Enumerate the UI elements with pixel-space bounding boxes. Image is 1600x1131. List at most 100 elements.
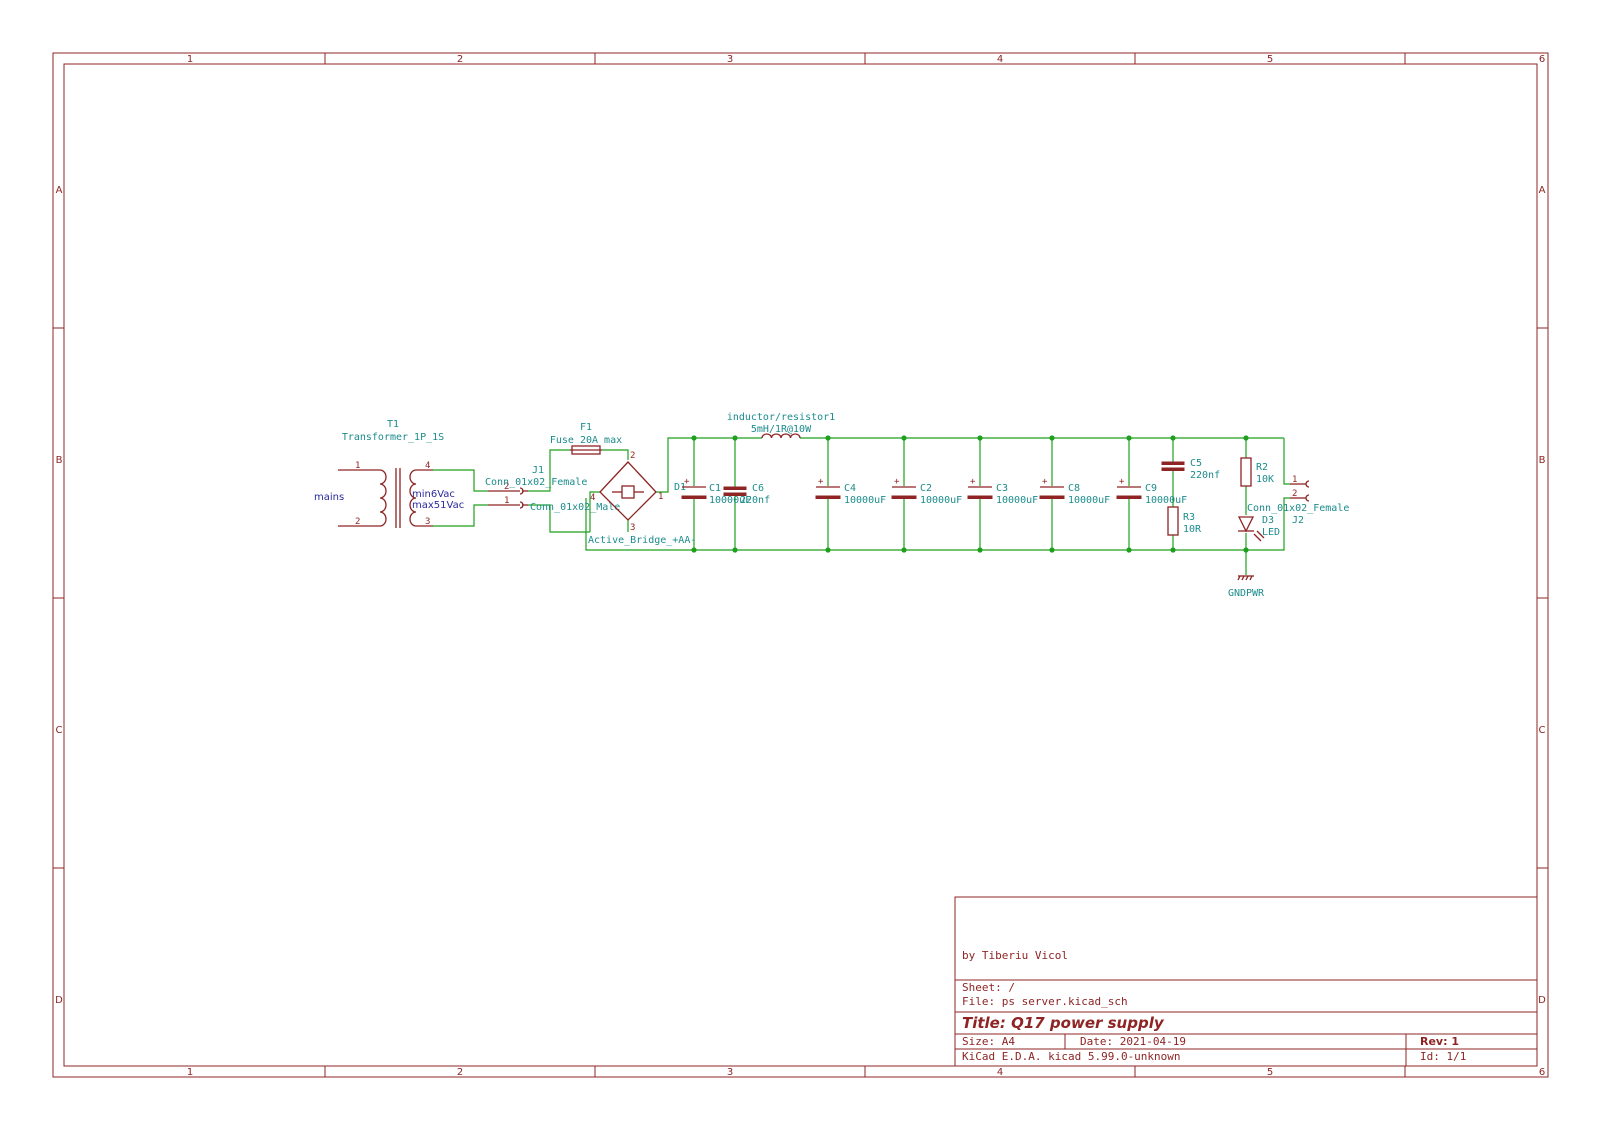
capacitor-c3: + C3 10000uF [967, 477, 1038, 506]
row-labels-left: A B C D [55, 185, 63, 1006]
row-labels-right: A B C D [1538, 185, 1546, 1006]
col-label: 6 [1539, 1067, 1545, 1078]
date-text: Date: 2021-04-19 [1080, 1035, 1186, 1048]
d1-pin1: 1 [658, 492, 663, 502]
col-label: 2 [457, 54, 463, 65]
j1-pin1: 1 [504, 496, 509, 506]
sheet-frame [52, 52, 1549, 1078]
row-label: C [1539, 725, 1546, 736]
svg-text:+: + [894, 477, 900, 487]
col-label: 4 [997, 54, 1003, 65]
connector-j1: 2 1 J1 Conn_01x02_Female Conn_01x02_Male [485, 465, 620, 513]
c8-value: 10000uF [1068, 495, 1110, 506]
r2-value: 10K [1256, 474, 1274, 485]
t1-pin4: 4 [425, 461, 430, 471]
d3-value: LED [1262, 527, 1280, 538]
rev-text: Rev: 1 [1420, 1035, 1459, 1048]
c1-value: 10000uF [709, 495, 751, 506]
c9-value: 10000uF [1145, 495, 1187, 506]
inductor-l1: inductor/resistor1 5mH/1R@10W [727, 412, 835, 439]
row-label: B [56, 455, 63, 466]
row-label: C [56, 725, 63, 736]
capacitor-c9: + C9 10000uF [1116, 477, 1187, 506]
bridge-d1: 2 1 4 3 D1 Active_Bridge_+AA- [588, 451, 696, 546]
d1-ref: D1 [674, 482, 686, 493]
author-text: by Tiberiu Vicol [962, 949, 1068, 962]
wires [338, 437, 1290, 575]
col-label: 3 [727, 1067, 733, 1078]
title-text: Title: Q17 power supply [962, 1014, 1165, 1032]
col-label: 6 [1539, 54, 1545, 65]
r3-ref: R3 [1183, 512, 1195, 523]
capacitor-c2: + C2 10000uF [891, 477, 962, 506]
c6-value: 220nf [740, 495, 770, 506]
c5-value: 220nf [1190, 470, 1220, 481]
row-label: D [55, 995, 63, 1006]
t1-pin3: 3 [425, 517, 430, 527]
row-label: D [1538, 995, 1546, 1006]
t1-sec2-label: max51Vac [412, 500, 464, 511]
col-label: 2 [457, 1067, 463, 1078]
c4-value: 10000uF [844, 495, 886, 506]
j2-ref: J2 [1292, 515, 1304, 526]
t1-ref: T1 [387, 419, 399, 430]
id-text: Id: 1/1 [1420, 1050, 1466, 1063]
mains-label: mains [314, 492, 344, 503]
transformer-t1: T1 Transformer_1P_1S min6Vac max51Vac 1 … [342, 419, 464, 528]
c8-ref: C8 [1068, 483, 1080, 494]
capacitor-c1: + C1 10000uF [681, 477, 751, 506]
resistor-r2: R2 10K [1240, 457, 1274, 487]
svg-text:+: + [818, 477, 824, 487]
tool-text: KiCad E.D.A. kicad 5.99.0-unknown [962, 1050, 1181, 1063]
d1-value: Active_Bridge_+AA- [588, 535, 696, 546]
led-d3: D3 LED [1237, 515, 1280, 542]
col-label: 1 [187, 54, 193, 65]
j2-pin1: 1 [1292, 475, 1297, 485]
r2-ref: R2 [1256, 462, 1268, 473]
capacitor-c6: C6 220nf [723, 483, 770, 506]
col-label: 5 [1267, 54, 1273, 65]
fuse-f1: F1 Fuse 20A max [550, 422, 622, 455]
c3-ref: C3 [996, 483, 1008, 494]
j1-value-a: Conn_01x02_Female [485, 477, 587, 488]
c4-ref: C4 [844, 483, 856, 494]
row-label: A [56, 185, 63, 196]
t1-pin1: 1 [355, 461, 360, 471]
j1-ref: J1 [532, 465, 544, 476]
d1-pin3: 3 [630, 523, 635, 533]
c2-value: 10000uF [920, 495, 962, 506]
connector-j2: 1 2 Conn_01x02_Female J2 [1247, 475, 1349, 526]
d3-ref: D3 [1262, 515, 1274, 526]
j1-pin2: 2 [504, 482, 509, 492]
t1-sec1-label: min6Vac [412, 489, 455, 500]
svg-text:+: + [1042, 477, 1048, 487]
c2-ref: C2 [920, 483, 932, 494]
gnd-label: GNDPWR [1228, 588, 1265, 599]
f1-ref: F1 [580, 422, 592, 433]
column-labels-bottom: 1 2 3 4 5 6 [187, 1067, 1545, 1078]
j2-value: Conn_01x02_Female [1247, 503, 1349, 514]
row-label: A [1539, 185, 1546, 196]
file-text: File: ps server.kicad_sch [962, 995, 1128, 1008]
title-block: by Tiberiu Vicol Sheet: / File: ps serve… [954, 896, 1538, 1067]
f1-value: Fuse 20A max [550, 435, 622, 446]
column-labels-top: 1 2 3 4 5 6 [187, 54, 1545, 65]
r3-value: 10R [1183, 524, 1202, 535]
svg-text:+: + [970, 477, 976, 487]
l1-value: 5mH/1R@10W [751, 424, 812, 435]
col-label: 1 [187, 1067, 193, 1078]
col-label: 5 [1267, 1067, 1273, 1078]
svg-text:+: + [684, 477, 690, 487]
t1-value: Transformer_1P_1S [342, 432, 444, 443]
ground-symbol: GNDPWR [1228, 575, 1265, 599]
c1-ref: C1 [709, 483, 721, 494]
c6-ref: C6 [752, 483, 764, 494]
d1-pin4: 4 [590, 493, 595, 503]
capacitor-c5: C5 220nf [1161, 458, 1220, 481]
col-label: 3 [727, 54, 733, 65]
resistor-r3: R3 10R [1167, 506, 1202, 536]
d1-pin2: 2 [630, 451, 635, 461]
row-label: B [1539, 455, 1546, 466]
j2-pin2: 2 [1292, 489, 1297, 499]
